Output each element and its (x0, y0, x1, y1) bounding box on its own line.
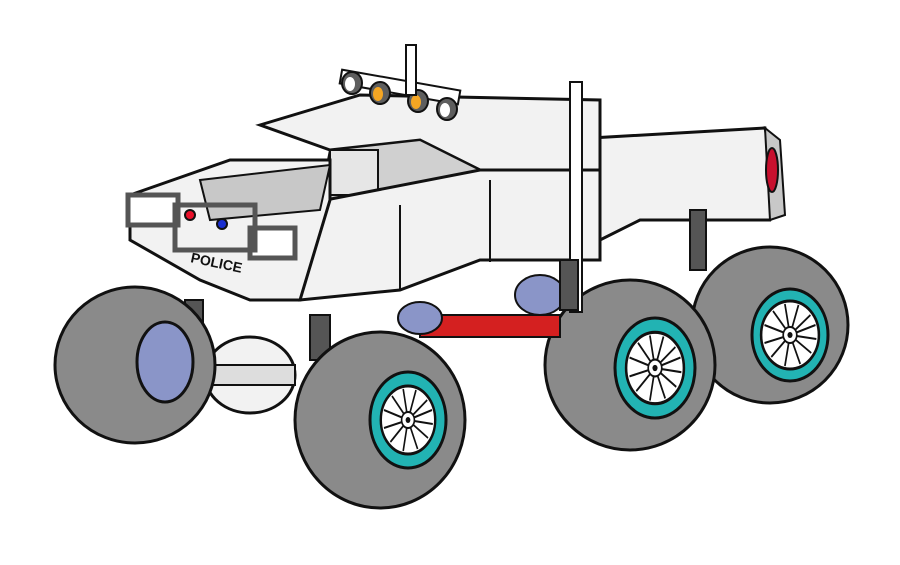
wheel-front-right (293, 330, 467, 510)
seat (329, 149, 379, 196)
taillight (765, 147, 779, 193)
roof-light-bar (338, 68, 462, 121)
exhaust-stack (569, 81, 583, 313)
siren-red-light (184, 209, 196, 221)
exhaust-stack (405, 44, 417, 96)
truck-body: POLICE (125, 44, 787, 313)
wheel-middle-right (543, 278, 717, 452)
wheel-rear-right (690, 245, 850, 405)
wheel-front-left (53, 285, 217, 445)
siren-blue-light (216, 218, 228, 230)
